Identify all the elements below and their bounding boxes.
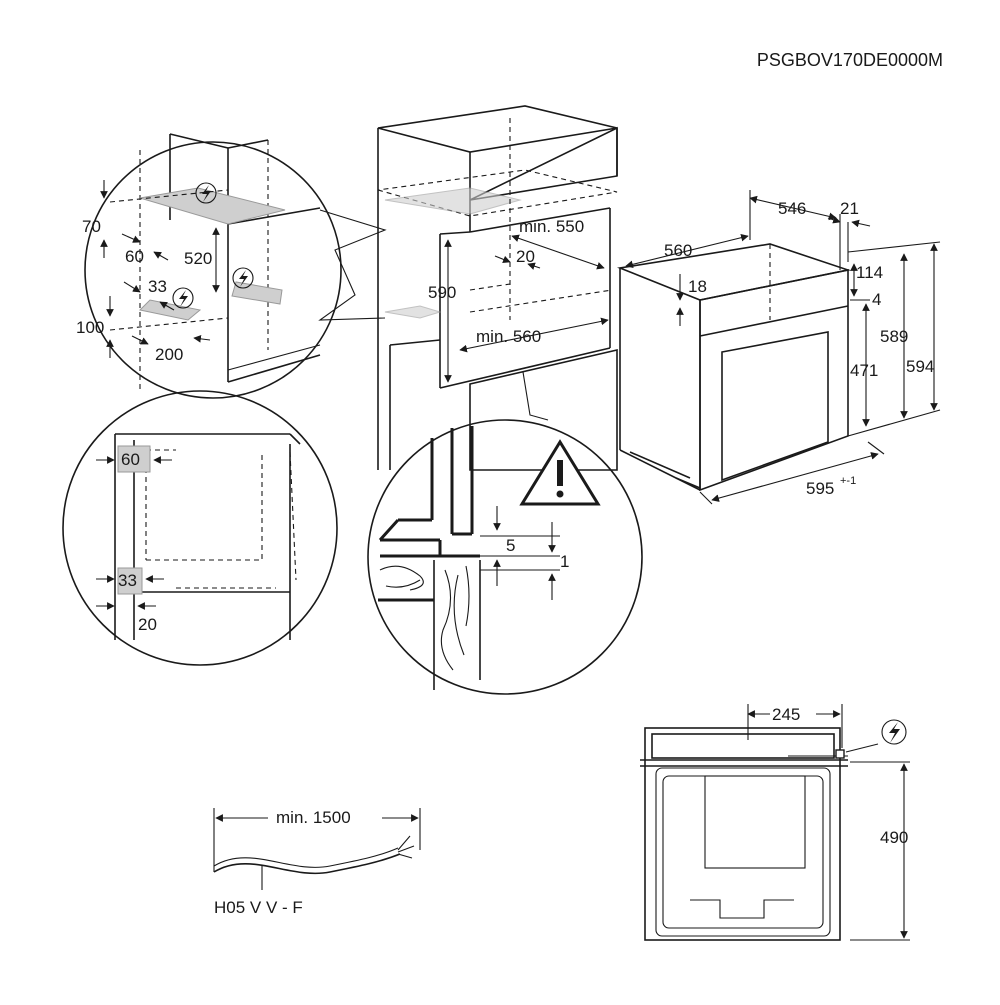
power-icon	[232, 267, 254, 289]
dim-546: 546	[778, 199, 806, 218]
svg-text:595: 595	[806, 479, 834, 498]
cable-type-label: H05 V V - F	[214, 898, 303, 917]
dim-114: 114	[856, 263, 883, 282]
dim-21: 21	[840, 199, 859, 218]
dim-33-mid: 33	[118, 571, 137, 590]
detail-top-left: 70 60 520 33 100 200	[76, 133, 342, 399]
dim-520: 520	[184, 249, 212, 268]
detail-mid-left: 60 33 20	[62, 390, 338, 666]
dim-60-mid: 60	[121, 450, 140, 469]
dim-4: 4	[872, 290, 881, 309]
dim-min-1500: min. 1500	[276, 808, 351, 827]
power-icon	[881, 719, 907, 745]
dim-590: 590	[428, 283, 456, 302]
dim-594: 594	[906, 357, 934, 376]
dim-100: 100	[76, 318, 104, 337]
dim-245: 245	[772, 705, 800, 724]
warning-triangle-icon	[519, 439, 601, 506]
dim-1: 1	[560, 552, 569, 571]
dim-20-mid: 20	[138, 615, 157, 634]
dim-595: 595 +-1	[806, 475, 856, 498]
dim-18: 18	[688, 277, 707, 296]
detail-bottom-center: 5 1	[367, 419, 643, 695]
dim-min-550: min. 550	[519, 217, 584, 236]
dim-70: 70	[82, 217, 101, 236]
cable-drawing: min. 1500 H05 V V - F	[213, 808, 421, 917]
dim-5: 5	[506, 536, 515, 555]
cabinet-drawing: min. 550 20 590 min. 560	[318, 105, 618, 471]
dim-595-tolerance: +-1	[840, 475, 856, 487]
power-icon	[195, 182, 217, 204]
back-view-drawing: 245 490	[640, 704, 910, 941]
dim-min-560: min. 560	[476, 327, 541, 346]
dim-60-top: 60	[125, 247, 144, 266]
product-code: PSGBOV170DE0000M	[757, 50, 943, 70]
dim-33-top: 33	[148, 277, 167, 296]
dim-200: 200	[155, 345, 183, 364]
dim-20-cabinet: 20	[516, 247, 535, 266]
oven-drawing: 546 21 560 18 114 4 589 594 471 595 +-1	[617, 190, 941, 505]
power-icon	[172, 287, 194, 309]
dim-471: 471	[850, 361, 878, 380]
dim-490: 490	[880, 828, 908, 847]
